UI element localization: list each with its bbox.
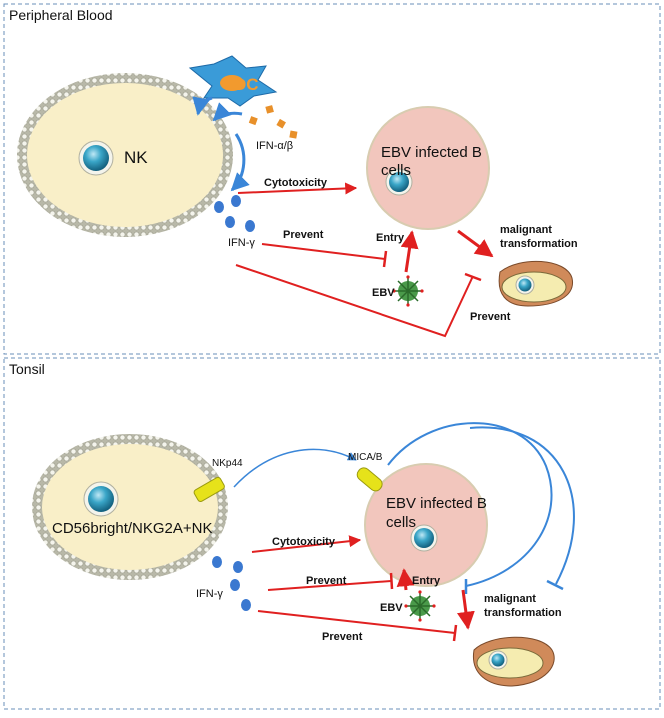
panel-title: Tonsil bbox=[9, 361, 45, 377]
entry-arrow bbox=[400, 230, 419, 273]
ifn-ab-square bbox=[276, 118, 286, 129]
nk-label: NK bbox=[124, 148, 148, 167]
nk-nucleus bbox=[83, 145, 109, 171]
mica-inhibit-cell-arc bbox=[387, 422, 553, 587]
ifn-g-dot bbox=[225, 216, 235, 228]
nk-nucleus bbox=[88, 486, 114, 512]
prevent-transformation-bar bbox=[452, 624, 458, 642]
ifn-g-label: IFN-γ bbox=[196, 588, 223, 600]
b-cell-label-line2: cells bbox=[386, 514, 416, 531]
b-cell-body bbox=[366, 106, 490, 230]
ifn-ab-label: IFN-α/β bbox=[256, 140, 293, 152]
prevent-transformation-line bbox=[235, 264, 474, 338]
panel-border bbox=[3, 3, 661, 355]
panel-peripheral-blood: Peripheral Blood NK DC IFN-α/β bbox=[3, 3, 661, 355]
b-cell: EBV infected B cells bbox=[364, 463, 488, 587]
panel-title: Peripheral Blood bbox=[9, 7, 113, 23]
ifn-g-dot bbox=[241, 599, 251, 611]
mica-label: MICA/B bbox=[348, 452, 383, 463]
prevent-transformation-line bbox=[257, 610, 456, 634]
ifn-g-dot bbox=[231, 195, 241, 207]
ifn-g-dot bbox=[233, 561, 243, 573]
transformation-arrow bbox=[457, 229, 494, 258]
prevent-entry-label: Prevent bbox=[283, 229, 324, 241]
ebv-label: EBV bbox=[372, 287, 395, 299]
ebv-virus bbox=[404, 590, 436, 622]
mica-receptor bbox=[356, 467, 383, 492]
ifn-alpha-beta-molecules bbox=[248, 105, 298, 139]
entry-label: Entry bbox=[376, 232, 405, 244]
tumor-body bbox=[476, 647, 544, 679]
ifn-ab-square bbox=[248, 116, 258, 126]
nk-secretes-arrow bbox=[230, 133, 250, 192]
b-cell-nucleus bbox=[414, 528, 434, 548]
ifn-g-label: IFN-γ bbox=[228, 237, 255, 249]
nkp44-label: NKp44 bbox=[212, 458, 243, 469]
cytotoxicity-arrow bbox=[251, 535, 362, 553]
tumor-cell bbox=[498, 260, 573, 307]
ifn-g-dot bbox=[230, 579, 240, 591]
b-cell-label-line1: EBV infected B bbox=[381, 144, 482, 161]
ifn-g-dot bbox=[214, 201, 224, 213]
nk-cytoplasm bbox=[27, 83, 223, 227]
entry-arrow bbox=[396, 568, 415, 591]
dc-nucleus bbox=[220, 75, 244, 91]
prevent-entry-bar bbox=[382, 250, 388, 268]
malignant-label-line2: transformation bbox=[500, 238, 578, 250]
prevent-entry-label: Prevent bbox=[306, 575, 347, 587]
tumor-cell bbox=[472, 636, 555, 687]
prevent-transformation-label: Prevent bbox=[322, 631, 363, 643]
transformation-arrow bbox=[456, 589, 475, 630]
ifn-ab-square bbox=[289, 130, 298, 139]
prevent-entry-bar bbox=[389, 572, 394, 590]
malignant-label-line1: malignant bbox=[500, 224, 552, 236]
nk-cell: CD56bright/NKG2A+NK bbox=[32, 434, 228, 580]
ebv-virus bbox=[392, 275, 424, 307]
ifn-ab-to-nk-arrow bbox=[212, 102, 243, 122]
malignant-label-line2: transformation bbox=[484, 607, 562, 619]
tumor-nucleus bbox=[491, 653, 505, 667]
ifn-ab-square bbox=[265, 105, 274, 114]
ifn-gamma-molecules bbox=[214, 195, 255, 232]
malignant-label-line1: malignant bbox=[484, 593, 536, 605]
nkp44-mica-arrow bbox=[233, 448, 357, 488]
entry-label: Entry bbox=[412, 575, 441, 587]
dc-to-nk-arrow bbox=[192, 96, 213, 116]
cytotoxicity-label: Cytotoxicity bbox=[264, 177, 328, 189]
b-cell-label-line1: EBV infected B bbox=[386, 495, 487, 512]
nk-cytoplasm bbox=[42, 444, 218, 570]
nkp44-receptor bbox=[193, 476, 225, 502]
b-cell-label-line2: cells bbox=[381, 162, 411, 179]
b-cell: EBV infected B cells bbox=[366, 106, 490, 230]
prevent-transformation-bar bbox=[464, 272, 482, 282]
ifn-gamma-molecules bbox=[212, 556, 251, 611]
mica-inhibit-transformation-arc bbox=[469, 426, 575, 585]
cytotoxicity-arrow bbox=[237, 182, 358, 195]
ifn-g-dot bbox=[212, 556, 222, 568]
dendritic-cell: DC bbox=[188, 55, 278, 107]
prevent-entry-line bbox=[267, 580, 392, 591]
prevent-entry-line bbox=[261, 243, 386, 260]
nk-label: CD56bright/NKG2A+NK bbox=[52, 520, 213, 537]
ifn-g-dot bbox=[245, 220, 255, 232]
b-cell-nucleus bbox=[389, 172, 409, 192]
tumor-nucleus bbox=[518, 278, 532, 292]
prevent-transformation-label: Prevent bbox=[470, 311, 511, 323]
cytotoxicity-label: Cytotoxicity bbox=[272, 536, 336, 548]
panel-tonsil: Tonsil CD56bright/NKG2A+NK NKp44 EBV inf… bbox=[3, 357, 661, 710]
dc-label: DC bbox=[234, 75, 259, 94]
mica-inhibit-transformation-bar bbox=[546, 579, 564, 591]
ebv-label: EBV bbox=[380, 602, 403, 614]
nk-cell: NK bbox=[17, 73, 233, 237]
